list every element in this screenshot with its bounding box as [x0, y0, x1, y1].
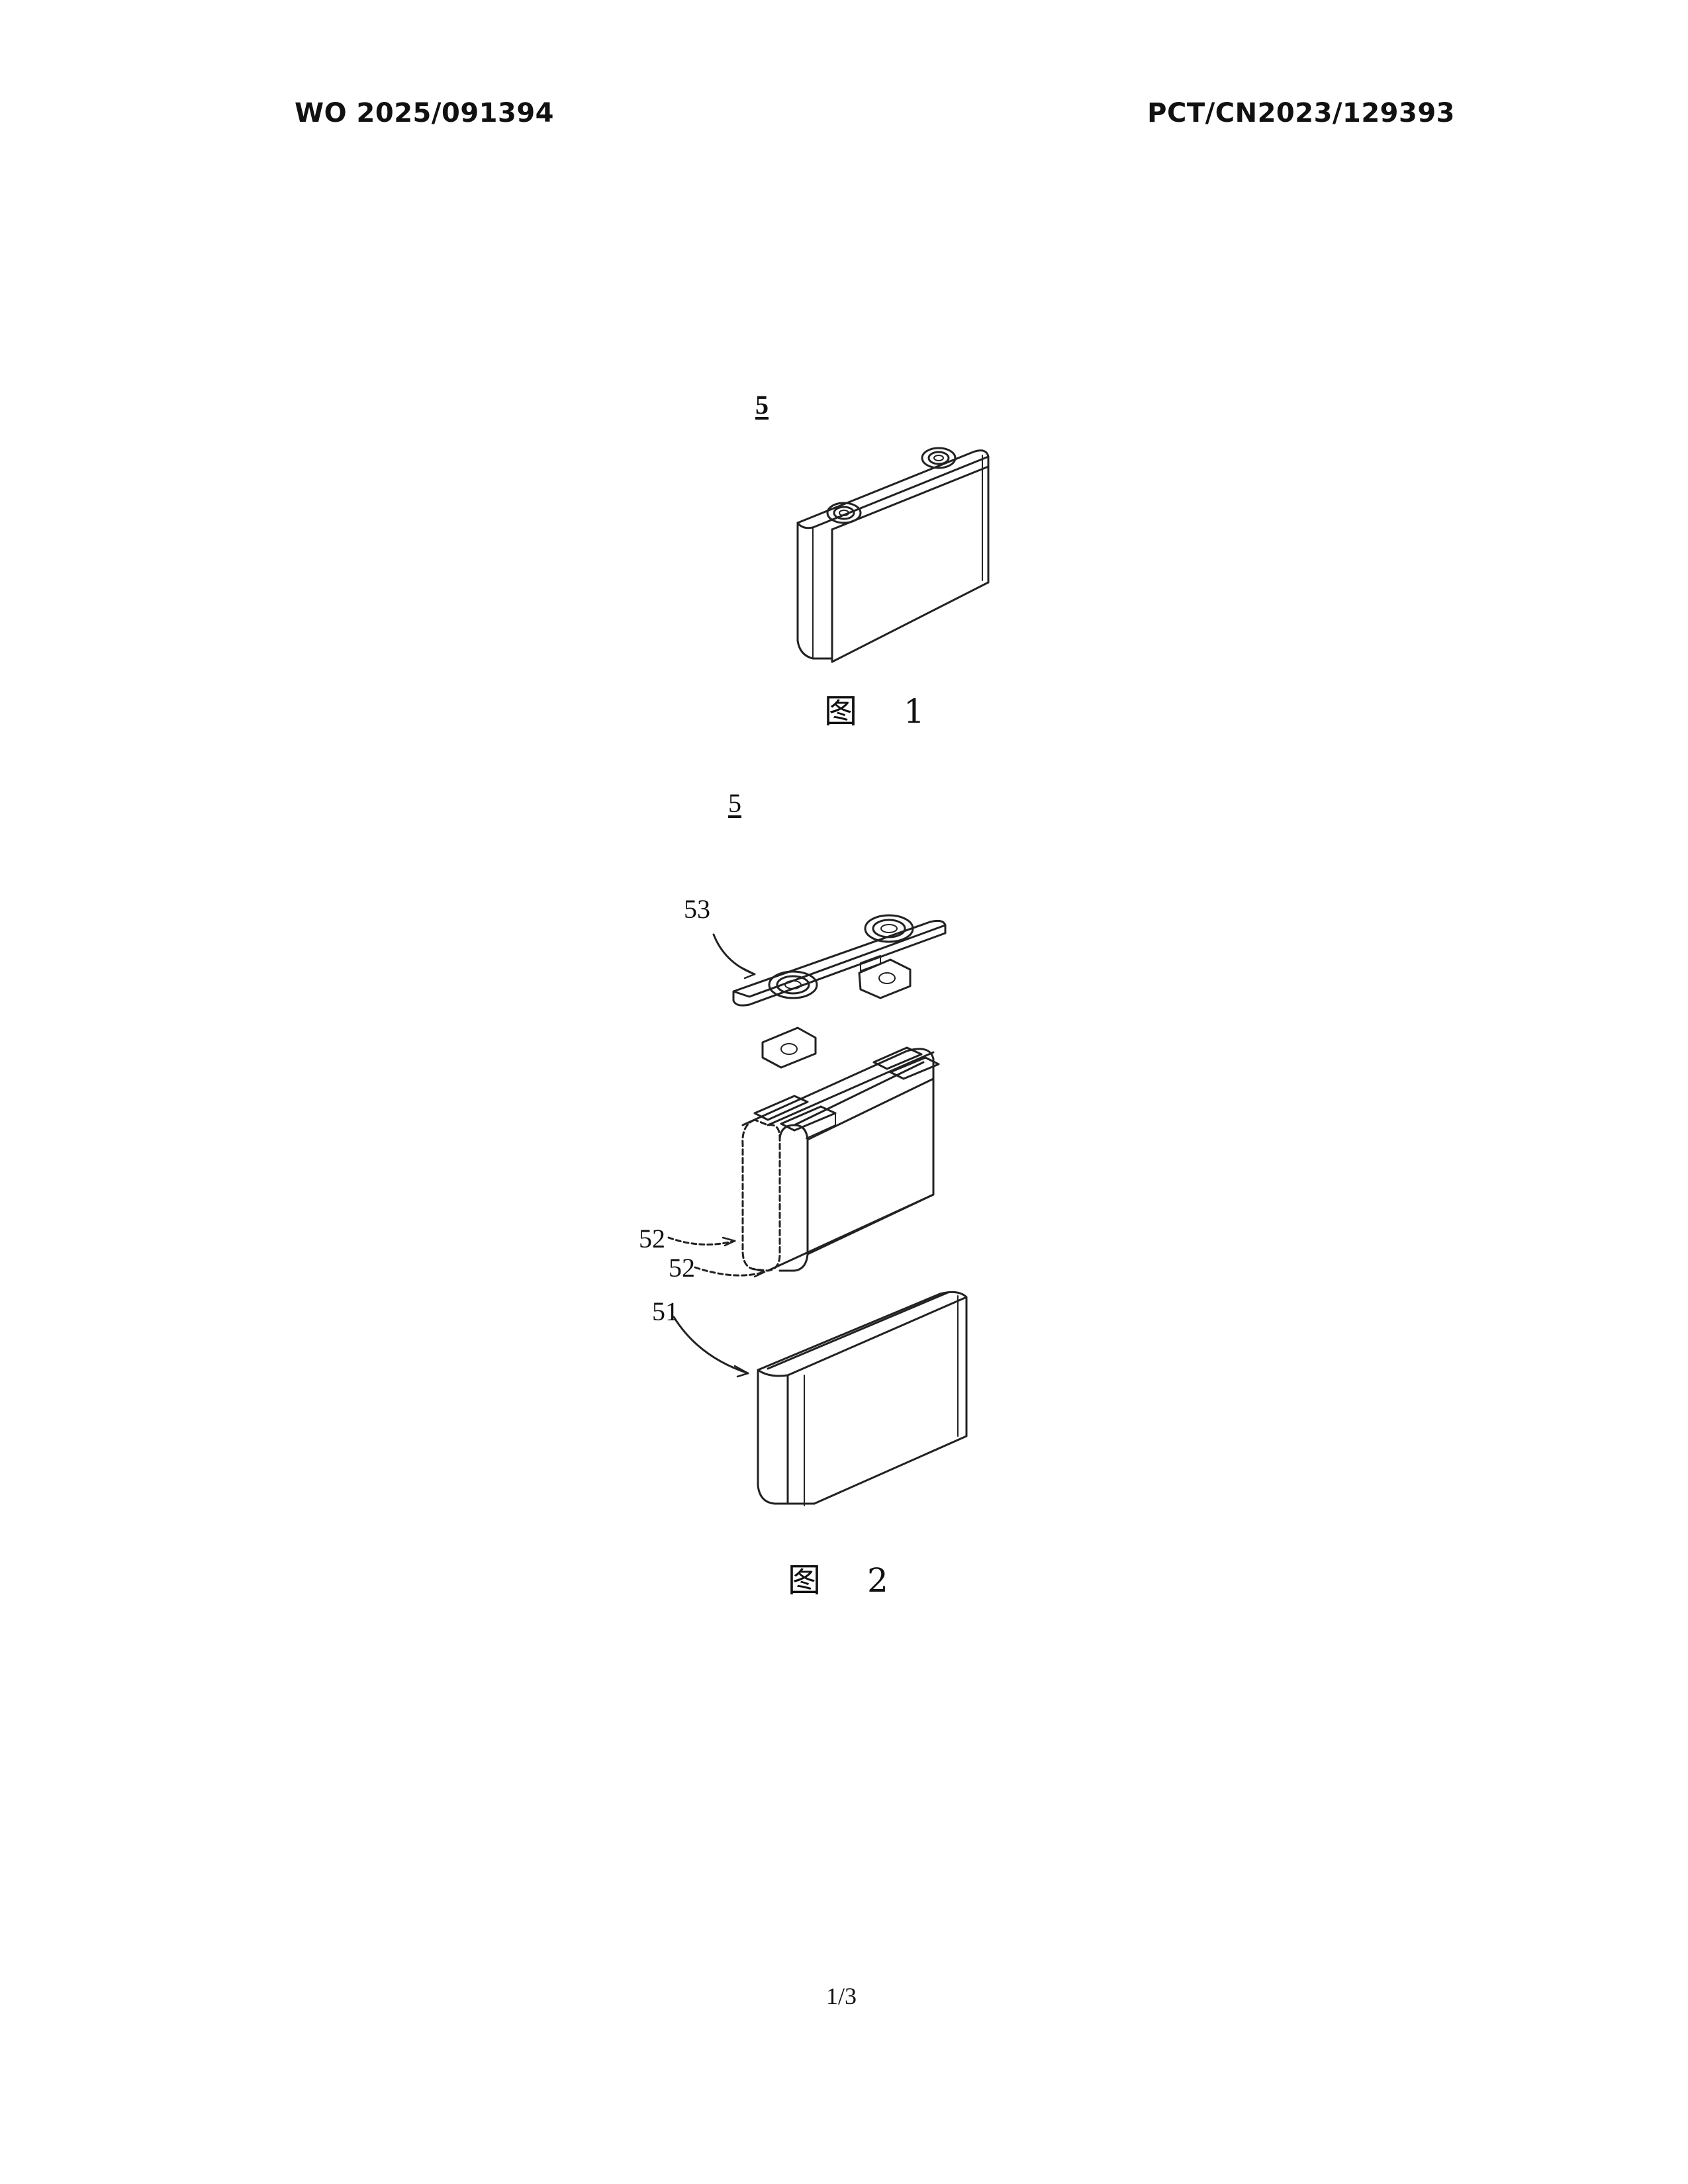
figure-2-caption: 图2 [788, 1554, 888, 1602]
figure-1-battery-cell [798, 448, 988, 662]
figure-2-caption-number: 2 [867, 1561, 888, 1600]
figure-2-reference: 5 [728, 788, 741, 819]
label-51: 51 [652, 1296, 679, 1327]
figure-1-caption: 图1 [824, 685, 925, 733]
figure-2-caption-char: 图 [788, 1561, 821, 1600]
label-52-a: 52 [639, 1223, 665, 1254]
figure-1-caption-char: 图 [824, 692, 857, 731]
figure-1-caption-number: 1 [904, 692, 925, 731]
figure-1-reference: 5 [755, 389, 769, 420]
page-number: 1/3 [826, 1982, 857, 2010]
figure-2-exploded-view [669, 915, 966, 1506]
label-52-b: 52 [669, 1252, 695, 1283]
label-53: 53 [684, 893, 710, 925]
